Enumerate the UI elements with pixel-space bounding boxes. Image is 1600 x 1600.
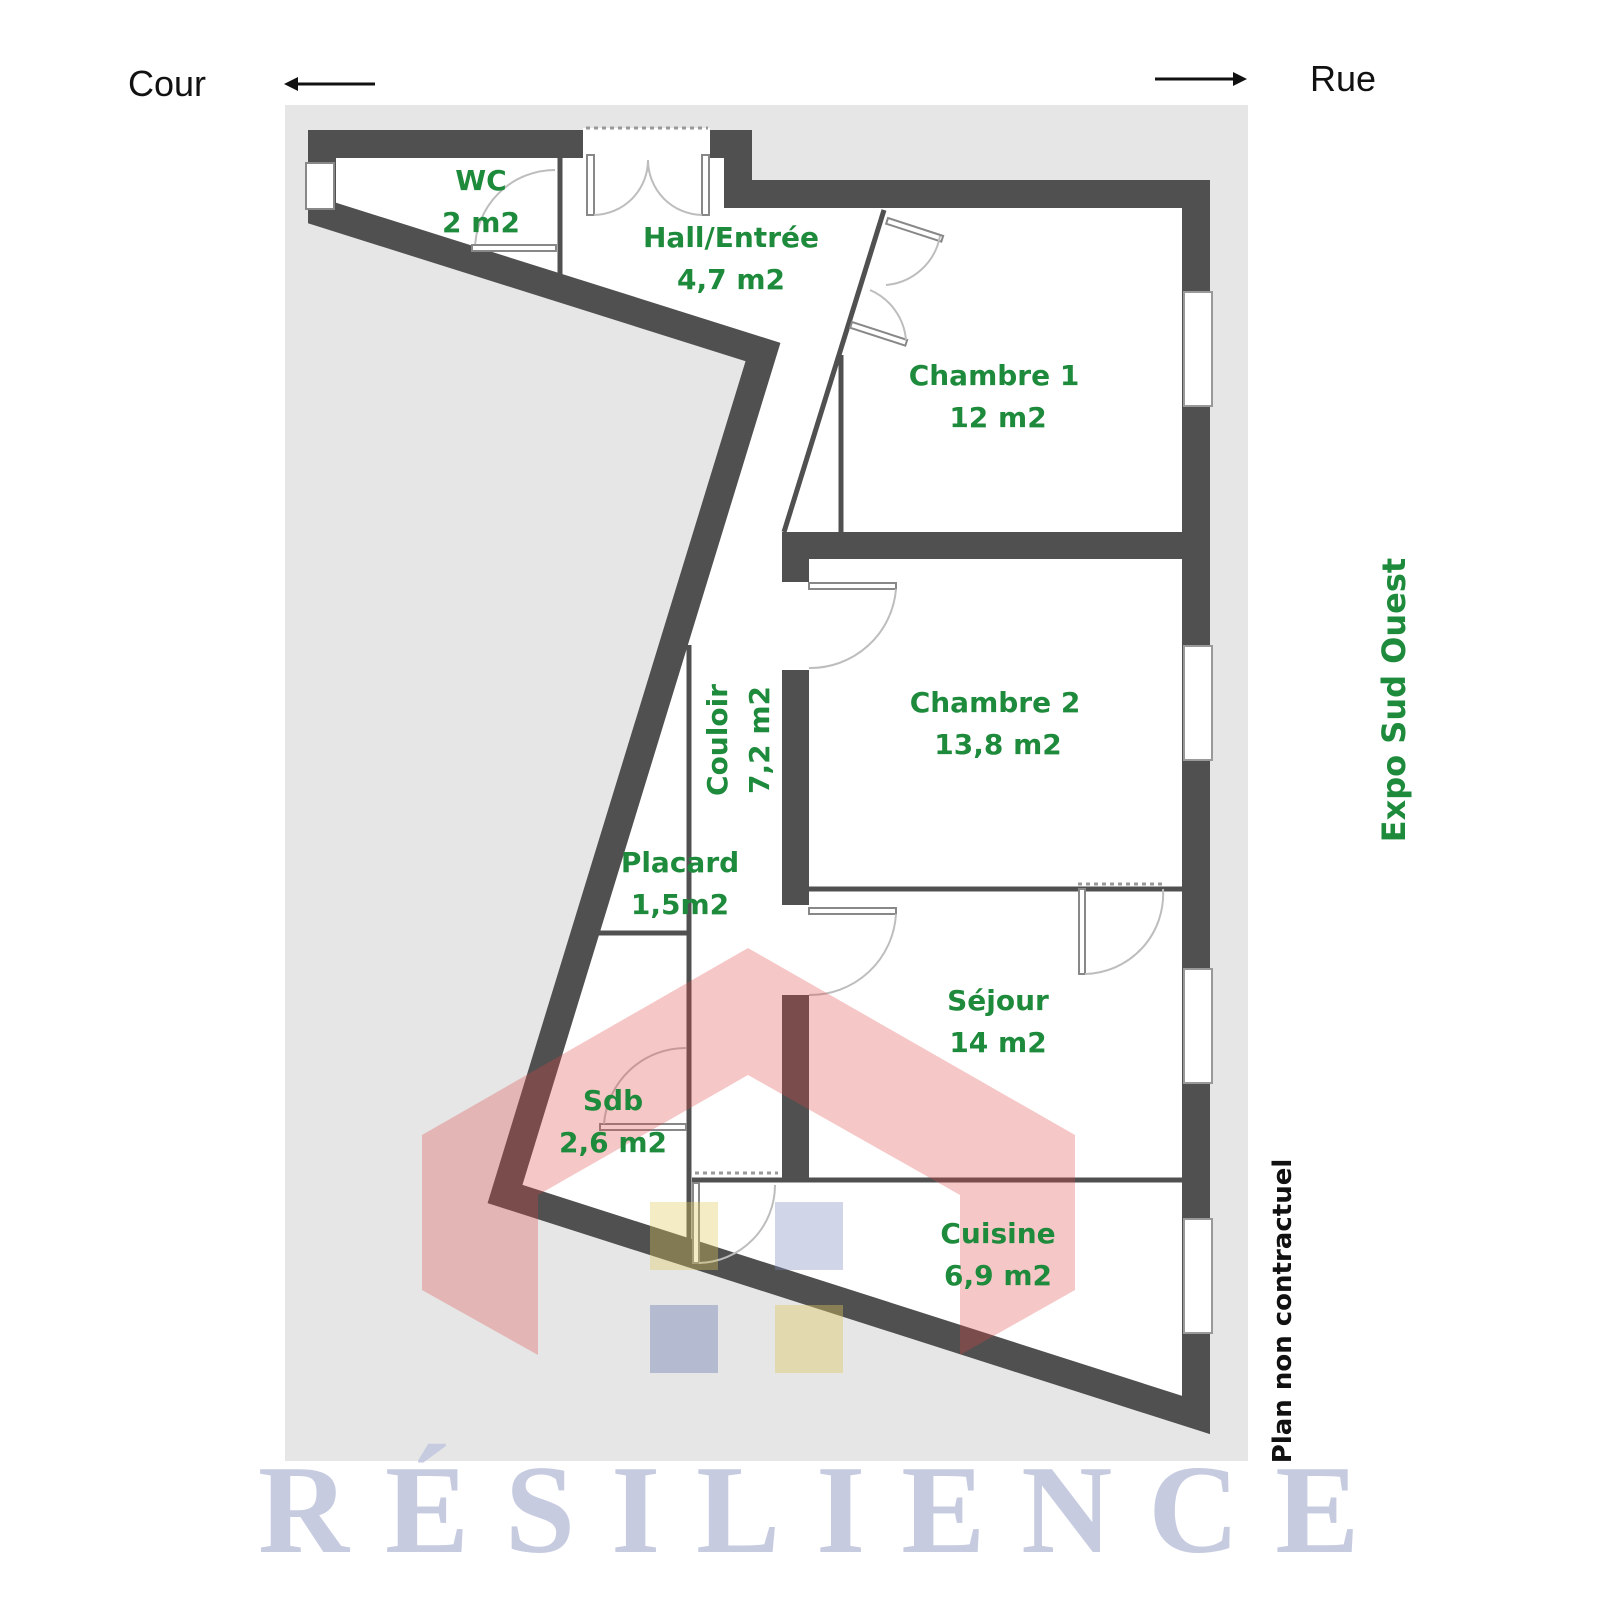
- rue-label: Rue: [1310, 58, 1376, 99]
- watermark-brand: RÉSILIENCE: [258, 1441, 1395, 1580]
- arrow-left-icon: [284, 77, 375, 91]
- windows: [1183, 291, 1213, 1334]
- room-area-cuisine: 6,9 m2: [944, 1259, 1052, 1292]
- room-area-wc: 2 m2: [442, 206, 520, 239]
- watermark-logo: [422, 948, 1075, 1373]
- room-name-placard: Placard: [621, 846, 739, 879]
- door-swings: [471, 169, 1165, 1264]
- room-name-hall: Hall/Entrée: [643, 221, 819, 254]
- arrow-right-icon: [1155, 72, 1247, 86]
- interior-walls: [557, 157, 1182, 1265]
- room-area-chambre-2: 13,8 m2: [934, 728, 1062, 761]
- exposure-label: Expo Sud Ouest: [1375, 558, 1413, 842]
- room-area-couloir: 7,2 m2: [743, 686, 776, 794]
- room-name-chambre-2: Chambre 2: [910, 686, 1081, 719]
- room-name-sdb: Sdb: [583, 1084, 643, 1117]
- room-area-placard: 1,5m2: [631, 888, 729, 921]
- room-area-hall: 4,7 m2: [677, 263, 785, 296]
- room-name-wc: WC: [455, 164, 506, 197]
- room-name-sejour: Séjour: [947, 984, 1049, 1017]
- room-area-chambre-1: 12 m2: [949, 401, 1046, 434]
- room-name-chambre-1: Chambre 1: [909, 359, 1080, 392]
- room-name-couloir: Couloir: [701, 684, 734, 796]
- exterior-walls: [308, 130, 1210, 1435]
- room-name-cuisine: Cuisine: [940, 1217, 1055, 1250]
- room-area-sejour: 14 m2: [949, 1026, 1046, 1059]
- disclaimer-label: Plan non contractuel: [1268, 1159, 1298, 1463]
- entrance-door: [583, 126, 710, 216]
- cour-label: Cour: [128, 63, 206, 104]
- wc-window: [305, 162, 335, 210]
- room-area-sdb: 2,6 m2: [559, 1126, 667, 1159]
